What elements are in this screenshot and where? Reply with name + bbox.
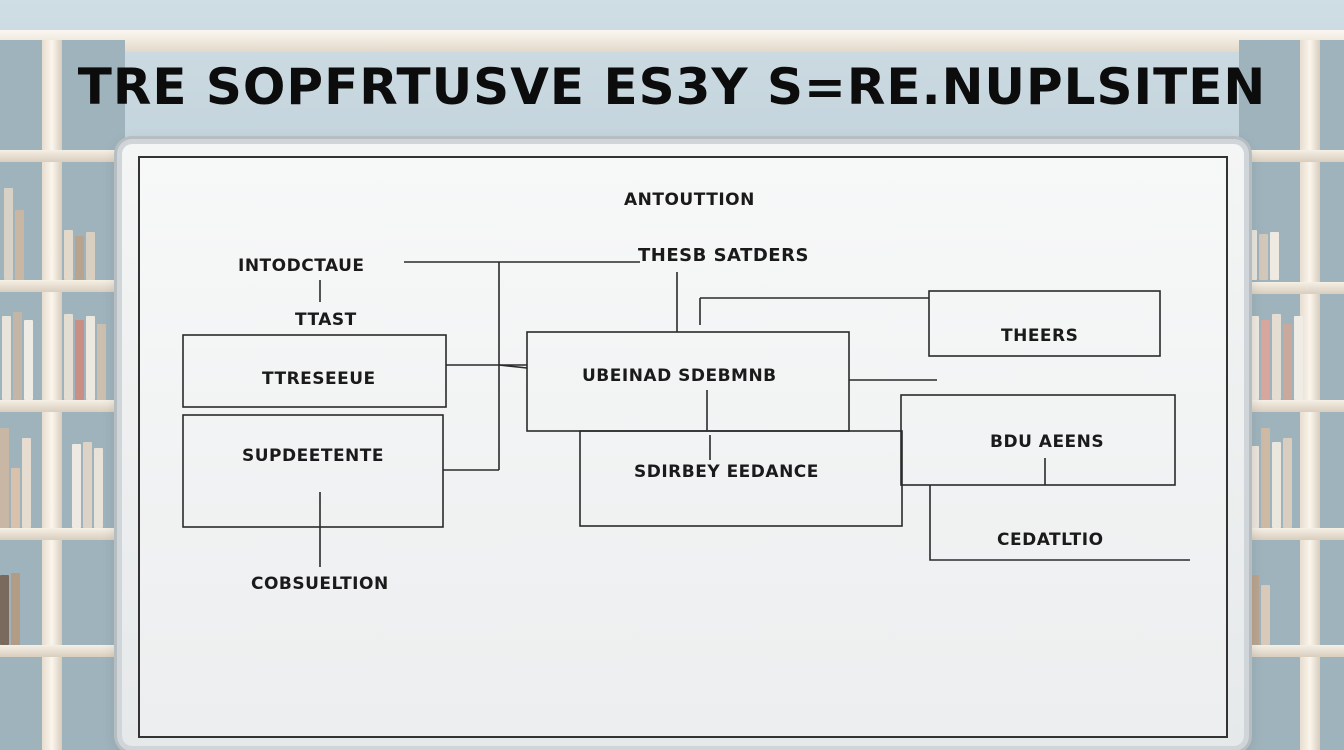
page-headline: TRE SOPFRTUSVE ES3Y S=RE.NUPLSITEN	[77, 58, 1267, 116]
right-bottom-box-outline	[929, 485, 1190, 561]
books	[1250, 422, 1292, 528]
thesis-box-label: TTRESEEUE	[262, 369, 376, 389]
conclusion-label: COBSUELTION	[251, 574, 389, 594]
task-label: TTAST	[295, 310, 357, 330]
books	[1250, 312, 1303, 400]
thesis-statement-label: THESB SATDERS	[638, 245, 809, 266]
right-mid-box-outline	[900, 394, 1176, 486]
introduction-label: INTODCTAUE	[238, 256, 365, 276]
shelf-plank	[1240, 400, 1344, 412]
shelf-post	[42, 40, 62, 750]
whiteboard-surface	[138, 156, 1228, 738]
diagram-title: ANTOUTTION	[624, 190, 755, 210]
shelf-plank	[1240, 150, 1344, 162]
shelf-plank	[1240, 528, 1344, 540]
themes-box-outline	[928, 290, 1161, 357]
books	[4, 180, 24, 280]
shelf-plank	[0, 400, 125, 412]
shelf-post	[1300, 40, 1320, 750]
shelf-plank	[0, 528, 125, 540]
whiteboard	[122, 144, 1244, 746]
thesis-box-outline	[182, 334, 447, 408]
center-box-label: UBEINAD SDEBMNB	[582, 366, 777, 386]
books	[64, 312, 106, 400]
books	[72, 440, 103, 528]
shelf-plank	[1240, 645, 1344, 657]
shelf-plank	[0, 150, 125, 162]
evidence-box-label: SDIRBEY EEDANCE	[634, 462, 819, 482]
books	[64, 228, 95, 280]
books	[0, 420, 31, 528]
books	[2, 310, 33, 400]
shelf-plank	[0, 280, 125, 292]
right-bottom-box-label: CEDATLTIO	[997, 530, 1104, 550]
connector	[498, 364, 528, 369]
shelf-plank	[1240, 282, 1344, 294]
right-mid-box-label: BDU AEENS	[990, 432, 1105, 452]
shelf-plank	[0, 645, 125, 657]
books	[1250, 570, 1270, 645]
evidence-box-outline	[579, 430, 903, 527]
shelf-top-beam	[0, 30, 1344, 52]
themes-box-label: THEERS	[1001, 326, 1079, 346]
books	[0, 570, 20, 645]
support-box-label: SUPDEETENTE	[242, 446, 384, 466]
support-box-outline	[182, 414, 444, 528]
books	[1248, 228, 1279, 280]
